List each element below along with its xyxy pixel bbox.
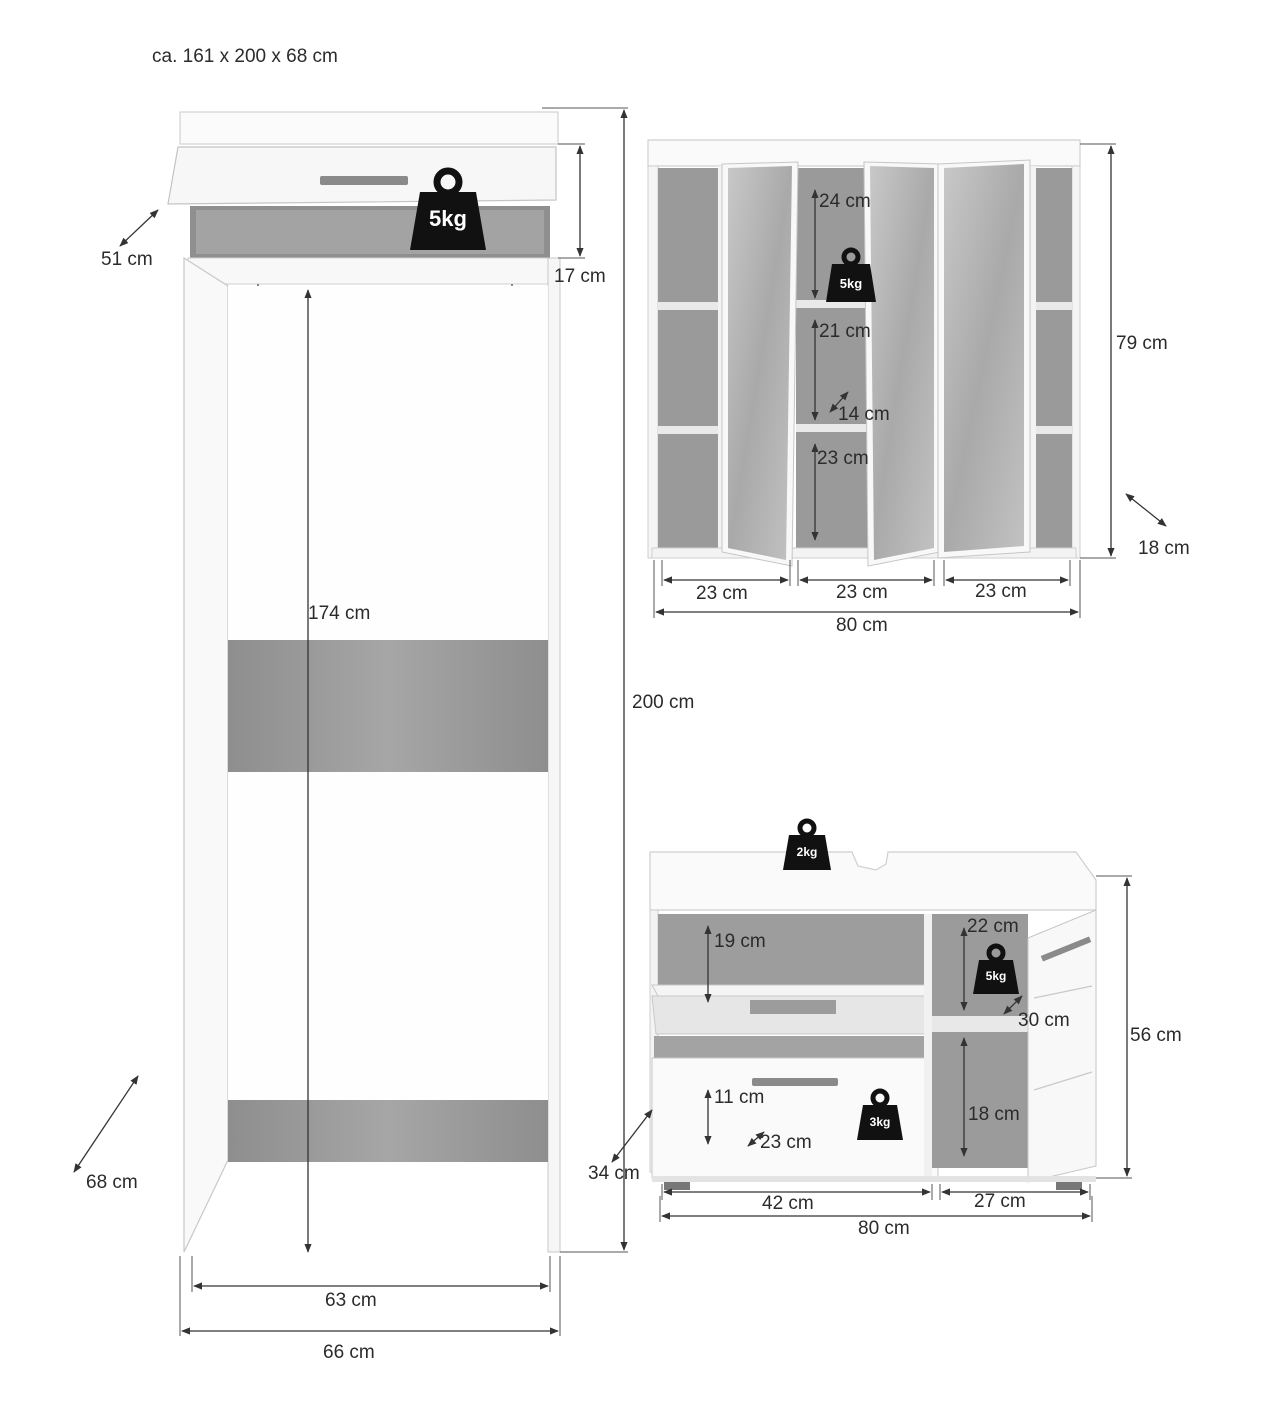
vanity-side-upper-label: 22 cm bbox=[967, 916, 1019, 937]
wardrobe-shelf-back bbox=[196, 210, 544, 254]
vanity-door-handle bbox=[1040, 936, 1092, 962]
wardrobe-top-cap bbox=[179, 111, 559, 145]
wardrobe: 5kg 51 cm 17 cm 174 cm 200 cm 68 cm 63 c… bbox=[73, 107, 694, 1363]
vanity-foot bbox=[664, 1182, 690, 1190]
drawer-interior bbox=[750, 1000, 836, 1014]
vanity-side-depth-label: 30 cm bbox=[1018, 1010, 1070, 1031]
vanity-drawer-height-label: 11 cm bbox=[714, 1087, 764, 1108]
door-panel-line bbox=[1033, 1071, 1093, 1091]
wardrobe-shelf-board bbox=[187, 257, 553, 285]
vanity-width-label: 80 cm bbox=[858, 1218, 910, 1239]
wardrobe-inner-height-label: 174 cm bbox=[308, 603, 370, 624]
vanity-side-width-label: 27 cm bbox=[974, 1191, 1026, 1212]
mirror-shelf-3-label: 23 cm bbox=[817, 448, 869, 469]
vanity-drawer-width-label: 42 cm bbox=[762, 1193, 814, 1214]
vanity-depth-label: 34 cm bbox=[588, 1163, 640, 1184]
vanity-shelf-weight-label: 5kg bbox=[986, 969, 1007, 983]
vanity-drawer-handle bbox=[752, 1078, 838, 1086]
mirror-cabinet-bottom bbox=[651, 547, 1077, 559]
weight-icon: 3kg bbox=[857, 1088, 903, 1140]
shelf-board bbox=[1036, 302, 1072, 310]
vanity-door bbox=[1027, 909, 1097, 1183]
mirror-cabinet: 5kg 24 cm 21 cm 14 cm 23 cm 79 cm 18 cm … bbox=[647, 139, 1190, 636]
vanity-top bbox=[649, 851, 1097, 911]
wardrobe-grey-band-upper bbox=[228, 640, 548, 772]
mirror-cabinet-middle-compartment bbox=[796, 168, 868, 550]
wardrobe-total-height-label: 200 cm bbox=[632, 692, 694, 713]
wardrobe-right-side bbox=[547, 257, 561, 1253]
wardrobe-handle bbox=[320, 176, 408, 185]
mirror-cabinet-left-side bbox=[647, 165, 659, 559]
vanity-drawer-weight-label: 3kg bbox=[870, 1115, 891, 1129]
shelf-board bbox=[658, 302, 718, 310]
mirror-cabinet-right-side bbox=[1071, 165, 1081, 559]
vanity-side-lower-label: 18 cm bbox=[968, 1104, 1020, 1125]
mirror-depth-label: 18 cm bbox=[1138, 538, 1190, 559]
mirror-depth-dimension-line bbox=[1125, 493, 1167, 527]
mirror-compartment-right-label: 23 cm bbox=[975, 581, 1027, 602]
wardrobe-total-width-label: 66 cm bbox=[323, 1342, 375, 1363]
depth-dimension-line bbox=[73, 1075, 139, 1173]
mirror-cabinet-right-shelves bbox=[1036, 168, 1072, 550]
mirror-cabinet-weight-label: 5kg bbox=[840, 276, 862, 291]
weight-icon: 5kg bbox=[410, 167, 486, 250]
mirror-glass bbox=[870, 166, 934, 560]
wardrobe-depth-label: 68 cm bbox=[86, 1172, 138, 1193]
vanity-open-height-label: 19 cm bbox=[714, 931, 766, 952]
depth-top-dimension-line bbox=[119, 209, 159, 247]
drawer-depth-dimension-line bbox=[747, 1131, 765, 1147]
vanity-right-compartment bbox=[932, 914, 1028, 1168]
vanity-depth-dimension-line bbox=[611, 1109, 653, 1163]
weight-icon: 2kg bbox=[783, 818, 831, 870]
vanity-drawer-cavity bbox=[654, 1036, 926, 1058]
divider bbox=[924, 914, 932, 1176]
mirror-width-label: 80 cm bbox=[836, 615, 888, 636]
weight-icon: 5kg bbox=[826, 247, 876, 302]
shelf-board bbox=[932, 1016, 1028, 1032]
vanity-drawer-depth-label: 23 cm bbox=[760, 1132, 812, 1153]
wardrobe-grey-band-lower bbox=[228, 1100, 548, 1162]
vanity-cabinet: 2kg 5kg 3kg 19 cm 11 cm 23 cm 22 cm 30 c… bbox=[588, 818, 1182, 1239]
shelf-board bbox=[796, 424, 868, 432]
mirror-glass bbox=[944, 164, 1024, 552]
mirror-compartment-left-label: 23 cm bbox=[696, 583, 748, 604]
wardrobe-top-front bbox=[167, 146, 557, 205]
wardrobe-weight-label: 5kg bbox=[429, 206, 467, 231]
vanity-foot bbox=[1056, 1182, 1082, 1190]
shelf-board bbox=[796, 300, 868, 308]
mirror-shelf-1-label: 24 cm bbox=[819, 191, 871, 212]
overall-size-text: ca. 161 x 200 x 68 cm bbox=[152, 46, 338, 67]
mirror-height-label: 79 cm bbox=[1116, 333, 1168, 354]
vanity-top-weight-label: 2kg bbox=[797, 845, 818, 859]
mirror-cabinet-left-shelves bbox=[658, 168, 718, 550]
vanity-height-label: 56 cm bbox=[1130, 1025, 1182, 1046]
shelf-depth-dimension-line bbox=[829, 391, 849, 413]
wardrobe-left-side bbox=[183, 256, 229, 1253]
weight-icon: 5kg bbox=[973, 943, 1019, 994]
wardrobe-top-height-label: 17 cm bbox=[554, 266, 606, 287]
wardrobe-depth-top-label: 51 cm bbox=[101, 249, 153, 270]
side-depth-dimension-line bbox=[1003, 995, 1023, 1015]
divider bbox=[1028, 166, 1036, 558]
shelf-board bbox=[658, 426, 718, 434]
mirror-shelf-depth-label: 14 cm bbox=[838, 404, 890, 425]
wardrobe-inner-width-label: 63 cm bbox=[325, 1290, 377, 1311]
shelf-board bbox=[1036, 426, 1072, 434]
mirror-shelf-2-label: 21 cm bbox=[819, 321, 871, 342]
mirror-glass bbox=[728, 166, 792, 560]
vanity-base bbox=[652, 1176, 1096, 1182]
door-panel-line bbox=[1033, 985, 1093, 999]
mirror-compartment-mid-label: 23 cm bbox=[836, 582, 888, 603]
